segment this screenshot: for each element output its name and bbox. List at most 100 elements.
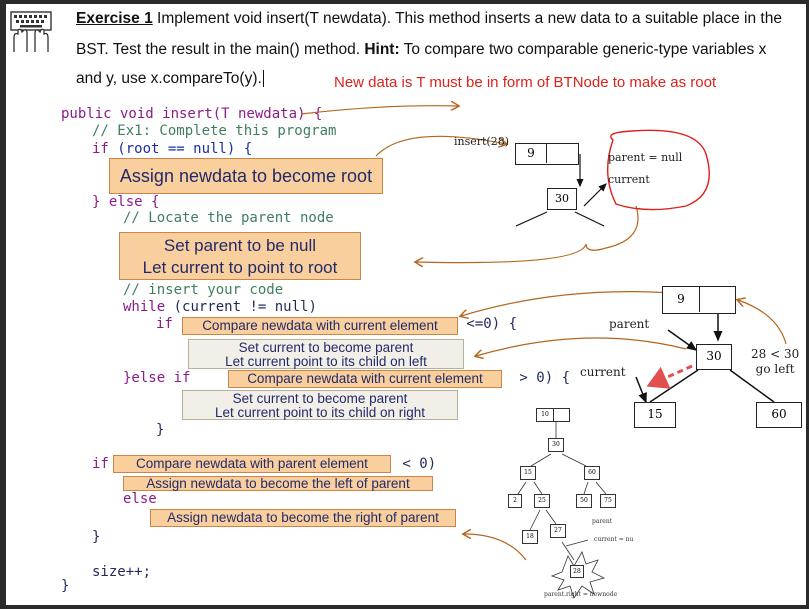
code-else-if: }else if — [123, 370, 190, 386]
tree3-node-25: 25 — [534, 494, 550, 508]
tree3-node-75: 75 — [600, 494, 616, 508]
arrow-root-box — [375, 135, 506, 157]
tree3-parent-label: parent — [592, 518, 613, 525]
code-cond-2: > 0) { — [511, 370, 571, 386]
diagram2-note: 28 < 30 go left — [751, 347, 799, 377]
code-line-1: public void insert(T newdata) { — [61, 106, 322, 122]
diagram1-node: 9 — [515, 143, 579, 165]
code-comment-3: // insert your code — [123, 282, 284, 298]
code-else-text: } else { — [92, 194, 160, 210]
diagram1-note-parent: parent = null — [608, 151, 683, 164]
diagram2-node-30: 30 — [696, 344, 732, 370]
code-if-root: if (root == null) { — [92, 141, 252, 157]
code-if-keyword: if — [92, 141, 109, 157]
diagram2-move-arrow — [646, 364, 693, 389]
box-let-current: Let current to point to root — [142, 258, 338, 277]
arrow-go-left — [476, 337, 687, 356]
code-close-1: } — [156, 422, 165, 438]
red-note: New data is T must be in form of BTNode … — [334, 74, 717, 91]
diagram1-right-edge — [574, 211, 605, 227]
arrow-compare-note — [738, 300, 787, 345]
tree3-bottom-note: parent.right = newnode — [544, 591, 618, 598]
code-cond-1: <=0) { — [458, 316, 518, 332]
code-else-if-keyword: }else if — [123, 370, 191, 386]
code-comment-1: // Ex1: Complete this program — [92, 123, 337, 139]
code-if-1: if — [156, 316, 173, 332]
box-assign-left: Assign newdata to become the left of par… — [123, 476, 433, 491]
tree3-node-18: 18 — [522, 530, 538, 544]
box-set-parent: Set parent to be null — [163, 236, 317, 255]
code-comment-2: // Locate the parent node — [123, 210, 334, 226]
code-close-3: } — [61, 578, 70, 594]
diagram2-current-label: current — [580, 365, 626, 379]
exercise-line-2-text: BST. Test the result in the main() metho… — [76, 41, 365, 58]
tree3-edges — [517, 422, 607, 561]
box-go-left: Set current to become parent Let current… — [188, 339, 464, 369]
code-signature: public void insert(T newdata) { — [61, 106, 323, 122]
tree3-node-60: 60 — [584, 466, 600, 480]
diagram1-child: 30 — [547, 188, 577, 210]
tree3-node-50: 50 — [576, 494, 592, 508]
exercise-line-1: Exercise 1 Implement void insert(T newda… — [76, 10, 782, 28]
code-if-parent: if — [92, 456, 109, 472]
code-else-2: else — [123, 491, 157, 507]
box-go-right-1: Set current to become parent — [232, 391, 408, 406]
code-cond-3: < 0) — [394, 456, 437, 472]
box-assign-root: Assign newdata to become root — [109, 158, 383, 194]
arrow-init-box — [416, 205, 639, 263]
diagram1-left-edge — [515, 211, 548, 227]
document-sheet: Exercise 1 Implement void insert(T newda… — [6, 4, 806, 605]
box-go-left-2: Let current point to its child on left — [225, 354, 427, 369]
diagram1-label: insert(28) — [454, 135, 510, 148]
box-go-right-2: Let current point to its child on right — [214, 405, 426, 420]
tree3-node-2: 2 — [508, 494, 522, 508]
box-go-left-1: Set current to become parent — [238, 340, 414, 355]
diagram2-note-2: go left — [755, 362, 795, 376]
code-else: } else { — [92, 194, 159, 210]
exercise-line-1-text: Implement void insert(T newdata). This m… — [152, 10, 782, 27]
exercise-label: Exercise 1 — [76, 10, 153, 27]
diagram2-note-1: 28 < 30 — [751, 347, 800, 361]
code-while: while (current != null) — [123, 299, 317, 315]
code-size-inc: size++; — [92, 564, 152, 580]
tree3-node-30: 30 — [548, 438, 564, 452]
diagram2-top-value: 9 — [663, 287, 700, 312]
box-compare-current-1: Compare newdata with current element — [182, 317, 458, 335]
diagram1-node-value: 9 — [516, 144, 547, 163]
code-while-condition: (current != null) — [165, 299, 317, 315]
arrow-assign-right — [464, 534, 527, 561]
tree3-node-15: 15 — [520, 466, 536, 480]
tree3-top: 10 — [536, 408, 570, 422]
hint-label: Hint: — [364, 41, 400, 58]
diagram2-top-node: 9 — [662, 286, 736, 314]
box-compare-parent: Compare newdata with parent element — [113, 455, 391, 473]
diagram2-node-60: 60 — [756, 402, 802, 428]
code-if-condition: (root == null) { — [108, 141, 253, 157]
arrow-signature — [300, 106, 458, 115]
diagram2-parent-label: parent — [609, 317, 650, 331]
red-circle-note — [606, 129, 710, 211]
box-assign-right: Assign newdata to become the right of pa… — [150, 509, 456, 527]
exercise-line-3-text: and y, use x.compareTo(y). — [76, 70, 262, 87]
typing-hands-icon — [10, 11, 52, 52]
diagram2-left-edge — [649, 369, 699, 403]
diagram2-right-edge — [729, 369, 775, 403]
tree3-node-27: 27 — [550, 524, 566, 538]
box-init-parent-current: Set parent to be null Let current to poi… — [119, 232, 361, 280]
diagram2-parent-arrow — [667, 329, 698, 351]
hint-text: To compare two comparable generic-type v… — [399, 41, 767, 58]
exercise-line-2: BST. Test the result in the main() metho… — [76, 41, 766, 59]
box-go-right: Set current to become parent Let current… — [182, 390, 458, 420]
arrow-while — [461, 291, 687, 316]
tree3-node-28: 28 — [570, 565, 584, 578]
diagram1-note-current: current — [608, 173, 650, 186]
diagram2-current-arrow — [635, 376, 647, 404]
code-close-2: } — [92, 529, 101, 545]
box-compare-current-2: Compare newdata with current element — [228, 370, 502, 388]
tree3-top-value: 10 — [537, 409, 554, 421]
tree3-current-label: current = nu — [594, 536, 634, 543]
diagram2-node-15: 15 — [634, 402, 676, 428]
exercise-line-3: and y, use x.compareTo(y). — [76, 70, 264, 88]
code-while-keyword: while — [123, 299, 166, 315]
